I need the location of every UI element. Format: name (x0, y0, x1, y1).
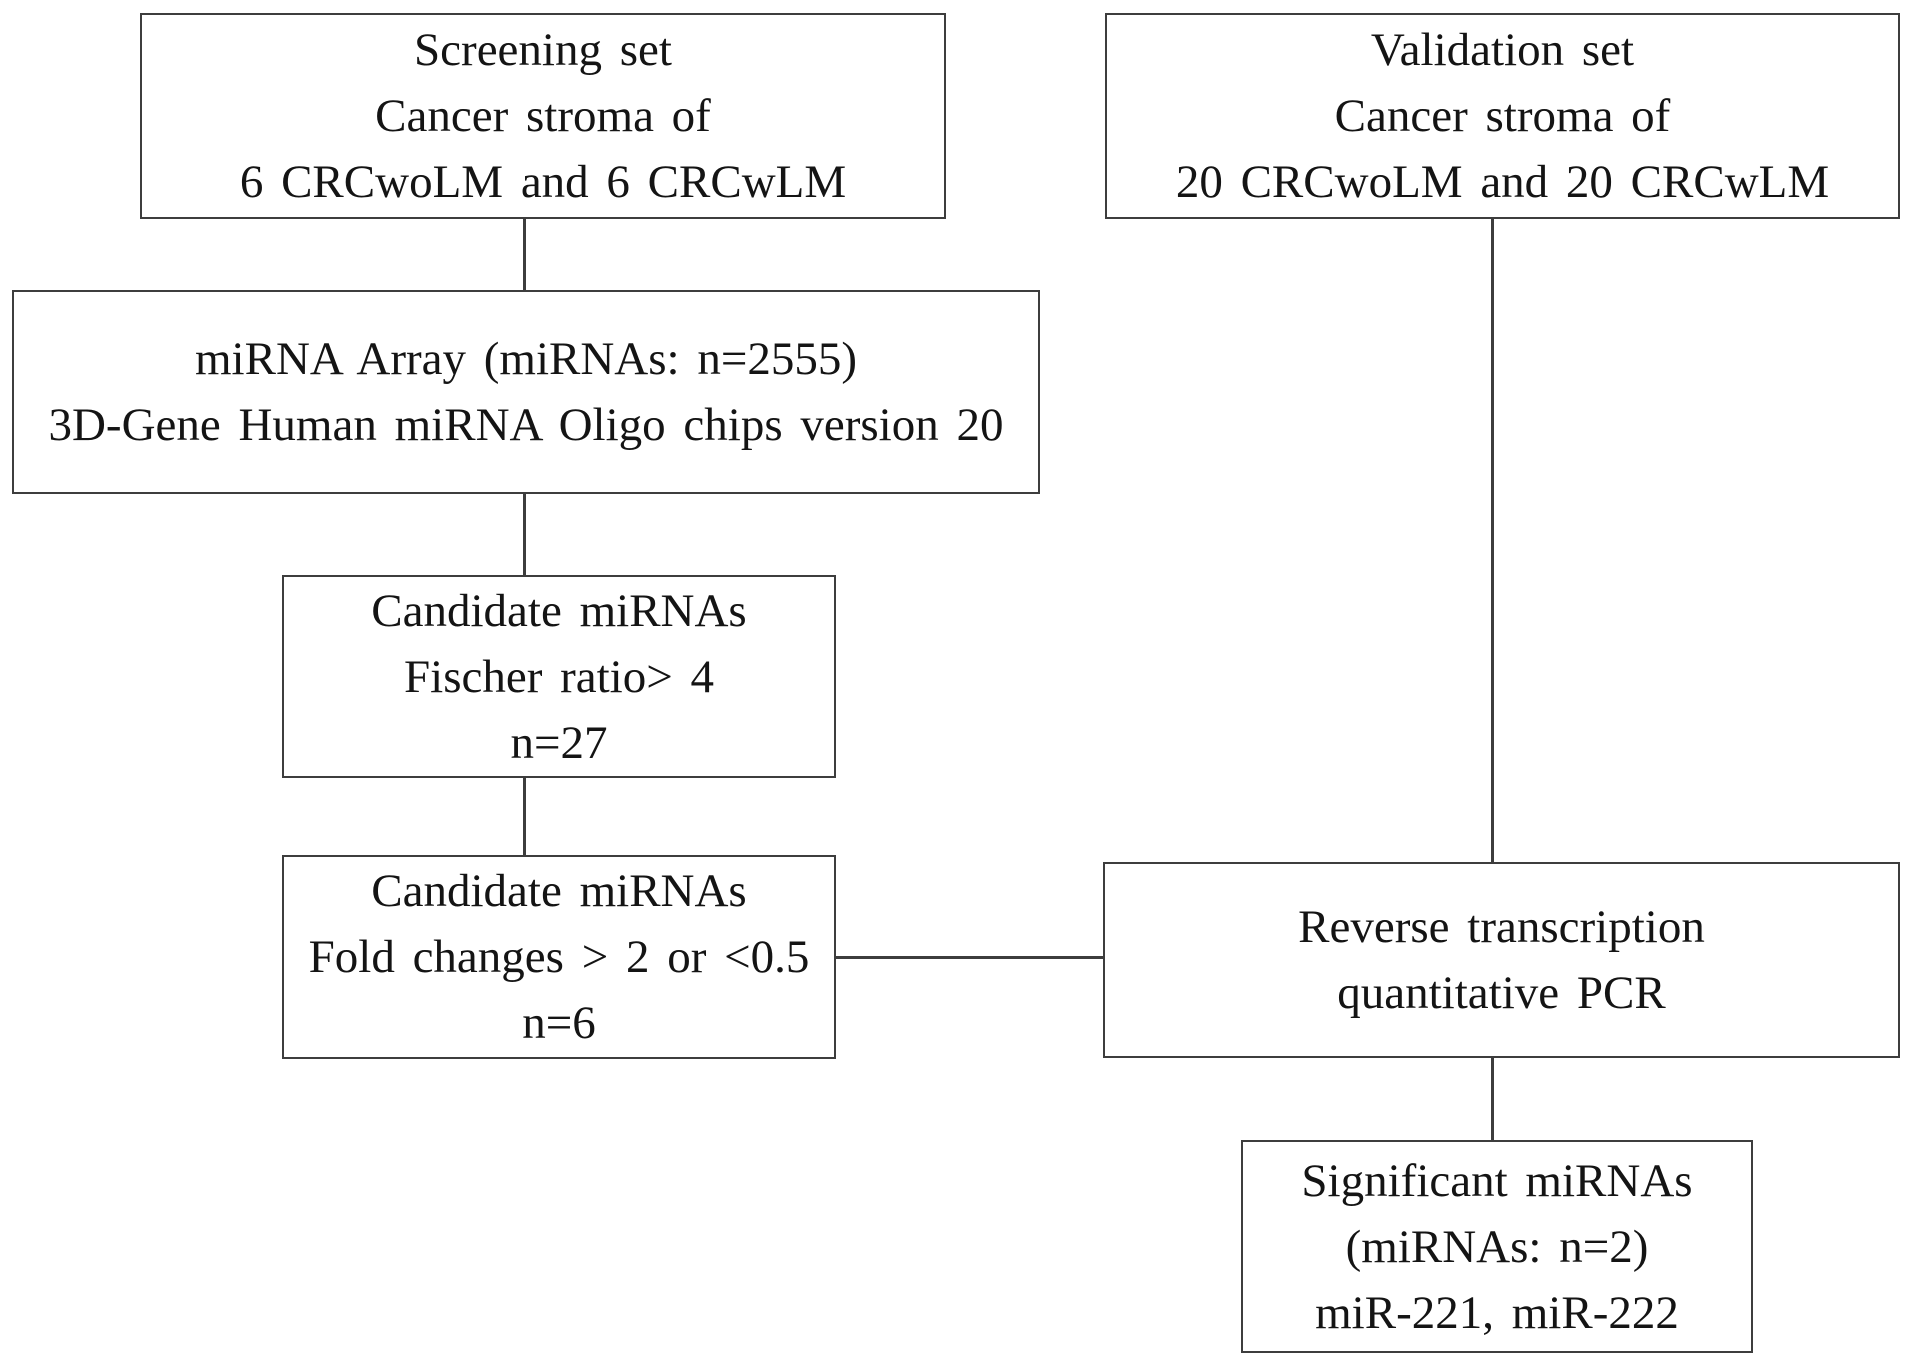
screening-set-samples: 6 CRCwoLM and 6 CRCwLM (239, 156, 847, 208)
connector-screening-to-array (523, 219, 526, 290)
rt-qpcr-line2: quantitative PCR (1337, 967, 1666, 1019)
validation-set-samples: 20 CRCwoLM and 20 CRCwLM (1175, 156, 1830, 208)
significant-names: miR-221, miR-222 (1315, 1286, 1679, 1339)
box-candidate-mirnas-fischer: Candidate miRNAs Fischer ratio> 4 n=27 (282, 575, 836, 778)
connector-array-to-fischer (523, 494, 526, 575)
box-significant-mirnas: Significant miRNAs (miRNAs: n=2) miR-221… (1241, 1140, 1753, 1353)
mirna-array-title: miRNA Array (miRNAs: n=2555) (194, 333, 858, 385)
connector-fischer-to-fold (523, 778, 526, 855)
candidate-fold-criterion: Fold changes > 2 or <0.5 (308, 931, 810, 983)
box-candidate-mirnas-fold: Candidate miRNAs Fold changes > 2 or <0.… (282, 855, 836, 1059)
candidate-fischer-title: Candidate miRNAs (371, 584, 747, 637)
connector-rtqpcr-to-significant (1491, 1058, 1494, 1140)
candidate-fold-title: Candidate miRNAs (371, 865, 747, 917)
box-mirna-array: miRNA Array (miRNAs: n=2555) 3D-Gene Hum… (12, 290, 1040, 494)
box-screening-set: Screening set Cancer stroma of 6 CRCwoLM… (140, 13, 946, 219)
connector-fold-to-rtqpcr (836, 956, 1103, 959)
box-rt-qpcr: Reverse transcription quantitative PCR (1103, 862, 1900, 1058)
validation-set-subtitle: Cancer stroma of (1334, 90, 1671, 142)
connector-validation-to-rtqpcr (1491, 219, 1494, 862)
screening-set-title: Screening set (414, 24, 672, 76)
mirna-array-platform: 3D-Gene Human miRNA Oligo chips version … (48, 399, 1004, 451)
screening-set-subtitle: Cancer stroma of (375, 90, 711, 142)
significant-title: Significant miRNAs (1301, 1154, 1693, 1207)
candidate-fischer-count: n=27 (510, 716, 608, 769)
candidate-fischer-criterion: Fischer ratio> 4 (404, 650, 714, 703)
box-validation-set: Validation set Cancer stroma of 20 CRCwo… (1105, 13, 1900, 219)
rt-qpcr-line1: Reverse transcription (1298, 901, 1705, 953)
validation-set-title: Validation set (1370, 24, 1635, 76)
candidate-fold-count: n=6 (522, 997, 596, 1049)
significant-count: (miRNAs: n=2) (1345, 1220, 1649, 1273)
